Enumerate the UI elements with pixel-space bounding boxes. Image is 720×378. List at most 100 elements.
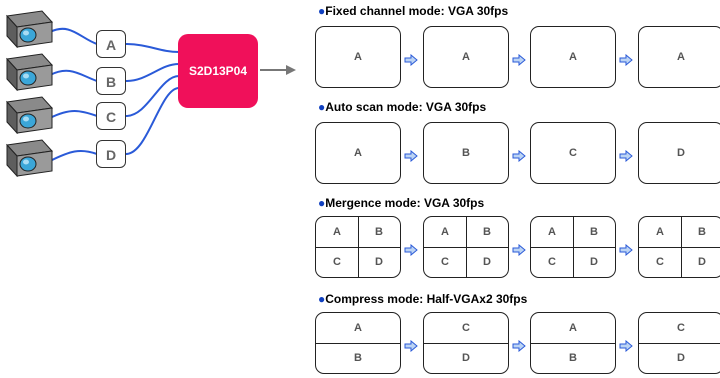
frame-cell-label: B: [462, 147, 470, 159]
frame-divider: [573, 217, 574, 277]
frame-cell-label: C: [462, 322, 470, 334]
chip-wire: [125, 43, 180, 53]
security-camera-icon: [4, 10, 54, 49]
right-arrow-icon: [619, 339, 633, 353]
channel-box: A: [96, 30, 126, 58]
frame-cell-label: A: [354, 322, 362, 334]
output-frame: A: [315, 122, 401, 184]
frame-divider: [316, 343, 400, 344]
frame-cell-label: A: [569, 322, 577, 334]
right-arrow-icon: [512, 339, 526, 353]
output-frame: A B C D: [638, 216, 720, 278]
chip-label: S2D13P04: [188, 64, 248, 78]
mode-title: ●Compress mode: Half-VGAx2 30fps: [318, 292, 527, 306]
chip-wire: [125, 87, 180, 155]
security-camera-icon: [4, 96, 54, 135]
frame-divider: [424, 343, 508, 344]
frame-cell-label: A: [677, 51, 685, 63]
frame-cell-label: B: [590, 226, 598, 238]
frame-cell-label: C: [548, 256, 556, 268]
output-frame: A B C D: [423, 216, 509, 278]
security-camera-icon: [4, 139, 54, 178]
frame-cell-label: B: [375, 226, 383, 238]
channel-box: B: [96, 67, 126, 95]
right-arrow-icon: [512, 149, 526, 163]
output-frame: A B C D: [315, 216, 401, 278]
mode-title-text: Fixed channel mode: VGA 30fps: [325, 4, 509, 18]
chip-wire: [125, 75, 180, 117]
output-frame: A: [530, 26, 616, 88]
bullet-icon: ●: [318, 4, 326, 18]
channel-box: D: [96, 140, 126, 168]
bullet-icon: ●: [318, 100, 326, 114]
chip-wire: [125, 63, 180, 82]
frame-cell-label: C: [333, 256, 341, 268]
right-arrow-icon: [404, 53, 418, 67]
frame-cell-label: D: [590, 256, 598, 268]
right-arrow-icon: [619, 53, 633, 67]
frame-cell-label: B: [698, 226, 706, 238]
frame-cell-label: C: [656, 256, 664, 268]
frame-cell-label: A: [569, 51, 577, 63]
output-frame: D: [638, 122, 720, 184]
frame-cell-label: A: [656, 226, 664, 238]
output-frame: B: [423, 122, 509, 184]
frame-cell-label: B: [569, 352, 577, 364]
frame-divider: [531, 343, 615, 344]
bullet-icon: ●: [318, 292, 326, 306]
output-frame: A: [315, 26, 401, 88]
frame-divider: [681, 217, 682, 277]
mode-title-text: Auto scan mode: VGA 30fps: [325, 100, 487, 114]
mode-title: ●Mergence mode: VGA 30fps: [318, 196, 484, 210]
frame-cell-label: D: [698, 256, 706, 268]
camera-wire: [49, 69, 98, 82]
frame-cell-label: C: [569, 147, 577, 159]
camera-wire: [49, 110, 98, 119]
mode-title: ●Fixed channel mode: VGA 30fps: [318, 4, 508, 18]
security-camera-icon: [4, 53, 54, 92]
right-arrow-icon: [512, 243, 526, 257]
frame-cell-label: A: [548, 226, 556, 238]
frame-cell-label: B: [354, 352, 362, 364]
frame-divider: [639, 343, 720, 344]
camera-wire: [49, 27, 98, 45]
output-frame: A: [638, 26, 720, 88]
frame-cell-label: A: [441, 226, 449, 238]
frame-divider: [466, 217, 467, 277]
camera-wire: [49, 149, 98, 162]
frame-cell-label: D: [677, 352, 685, 364]
right-arrow-icon: [512, 53, 526, 67]
right-arrow-icon: [619, 149, 633, 163]
channel-box: C: [96, 102, 126, 130]
frame-divider: [358, 217, 359, 277]
processor-chip: S2D13P04: [178, 34, 258, 108]
frame-cell-label: A: [354, 147, 362, 159]
output-frame: A B C D: [530, 216, 616, 278]
frame-cell-label: A: [333, 226, 341, 238]
right-arrow-icon: [404, 339, 418, 353]
mode-title-text: Compress mode: Half-VGAx2 30fps: [325, 292, 528, 306]
output-frame: C: [530, 122, 616, 184]
frame-cell-label: B: [483, 226, 491, 238]
chip-output-arrow: [260, 65, 296, 75]
frame-cell-label: C: [677, 322, 685, 334]
right-arrow-icon: [619, 243, 633, 257]
frame-cell-label: A: [462, 51, 470, 63]
bullet-icon: ●: [318, 196, 326, 210]
right-arrow-icon: [404, 149, 418, 163]
frame-cell-label: D: [483, 256, 491, 268]
frame-cell-label: D: [375, 256, 383, 268]
frame-cell-label: D: [462, 352, 470, 364]
frame-cell-label: C: [441, 256, 449, 268]
output-frame: A: [423, 26, 509, 88]
frame-divider: [639, 247, 720, 248]
frame-cell-label: A: [354, 51, 362, 63]
mode-title-text: Mergence mode: VGA 30fps: [325, 196, 485, 210]
right-arrow-icon: [404, 243, 418, 257]
mode-title: ●Auto scan mode: VGA 30fps: [318, 100, 486, 114]
